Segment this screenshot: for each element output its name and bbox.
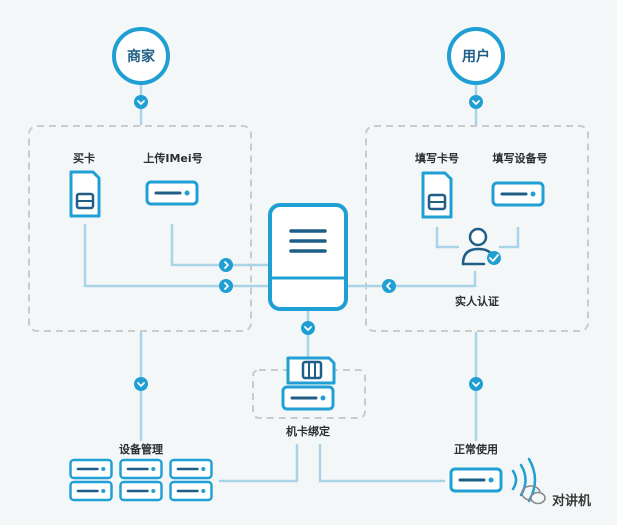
chevron-right-icon <box>218 257 234 273</box>
device-grid <box>69 458 213 502</box>
device-icon <box>491 181 545 207</box>
watermark-text: 对讲机 <box>552 494 592 509</box>
chevron-right-icon <box>218 278 234 294</box>
merchant-circle <box>112 27 170 85</box>
chevron-left-icon <box>381 278 397 294</box>
device-management-label: 设备管理 <box>119 443 163 456</box>
merchant-group-box <box>28 125 252 332</box>
card-binding-label: 机卡绑定 <box>286 425 330 438</box>
connector-lines <box>83 80 520 483</box>
fill-card-no-label: 填写卡号 <box>415 152 459 165</box>
chevron-down-icon <box>300 320 316 336</box>
user-group-box <box>365 125 589 332</box>
user-circle <box>447 27 505 85</box>
chevron-down-icon <box>468 94 484 110</box>
fill-device-no-label: 填写设备号 <box>492 152 548 165</box>
bound-device-icon <box>281 385 335 411</box>
server-icon <box>268 203 348 311</box>
upload-imei-label: 上传IMei号 <box>143 152 203 165</box>
sim-card-icon <box>421 171 453 219</box>
active-device-icon <box>449 467 503 493</box>
chevron-down-icon <box>133 94 149 110</box>
person-check-icon <box>461 227 501 266</box>
device-icon <box>145 180 199 206</box>
buy-card-label: 买卡 <box>73 152 95 165</box>
real-name-auth-label: 实人认证 <box>455 295 499 308</box>
bound-sim-icon <box>286 356 336 385</box>
chevron-down-icon <box>468 376 484 392</box>
user-label: 用户 <box>462 49 490 65</box>
wechat-icon <box>521 485 546 505</box>
merchant-label: 商家 <box>127 49 155 65</box>
chevron-down-icon <box>133 376 149 392</box>
normal-use-label: 正常使用 <box>454 443 498 456</box>
sim-card-icon <box>69 170 101 218</box>
